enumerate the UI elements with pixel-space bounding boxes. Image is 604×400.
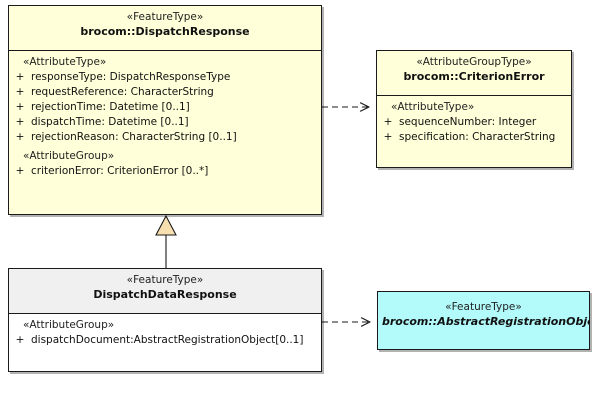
visibility-marker: + (383, 131, 393, 143)
class-box-criterion-error[interactable]: «AttributeGroupType» brocom::CriterionEr… (376, 50, 572, 168)
visibility-marker: + (15, 334, 25, 346)
class-box-abstract-registration-object[interactable]: «FeatureType» brocom::AbstractRegistrati… (377, 291, 590, 350)
attribute-group-label: «AttributeGroup» (23, 150, 115, 162)
attribute-signature: sequenceNumber: Integer (399, 116, 537, 128)
attribute-row[interactable]: + requestReference: CharacterString (9, 85, 321, 100)
attribute-signature: dispatchDocument:AbstractRegistrationObj… (31, 334, 304, 346)
class-stereotype: «FeatureType» (126, 274, 204, 286)
attribute-signature: responseType: DispatchResponseType (31, 71, 231, 83)
class-header-dispatch-data-response: «FeatureType» DispatchDataResponse (9, 269, 321, 314)
generalization-dispatchdataresponse-dispatchresponse (155, 214, 177, 268)
attribute-signature: criterionError: CriterionError [0..*] (31, 165, 209, 177)
visibility-marker: + (15, 165, 25, 177)
attribute-row[interactable]: + sequenceNumber: Integer (377, 115, 571, 130)
attribute-row[interactable]: + criterionError: CriterionError [0..*] (9, 164, 321, 179)
attribute-row[interactable]: + rejectionTime: Datetime [0..1] (9, 100, 321, 115)
visibility-marker: + (15, 86, 25, 98)
attribute-row[interactable]: + specification: CharacterString (377, 130, 571, 145)
class-name: DispatchDataResponse (93, 288, 237, 301)
class-stereotype: «AttributeGroupType» (416, 56, 532, 68)
class-stereotype: «FeatureType» (445, 301, 522, 313)
visibility-marker: + (15, 116, 25, 128)
class-box-dispatch-response[interactable]: «FeatureType» brocom::DispatchResponse «… (8, 5, 322, 215)
class-stereotype: «FeatureType» (126, 11, 204, 23)
attribute-signature: rejectionReason: CharacterString [0..1] (31, 131, 237, 143)
visibility-marker: + (15, 101, 25, 113)
attribute-signature: dispatchTime: Datetime [0..1] (31, 116, 189, 128)
attribute-signature: requestReference: CharacterString (31, 86, 214, 98)
class-attributes-criterion-error: «AttributeType» + sequenceNumber: Intege… (377, 96, 571, 150)
attribute-group-label: «AttributeType» (23, 56, 107, 68)
attribute-row[interactable]: + rejectionReason: CharacterString [0..1… (9, 130, 321, 145)
attribute-group-label: «AttributeType» (391, 101, 475, 113)
class-header-criterion-error: «AttributeGroupType» brocom::CriterionEr… (377, 51, 571, 96)
class-header-abstract-registration-object: «FeatureType» brocom::AbstractRegistrati… (378, 292, 589, 349)
class-attributes-dispatch-data-response: «AttributeGroup» + dispatchDocument:Abst… (9, 314, 321, 353)
attribute-signature: specification: CharacterString (399, 131, 556, 143)
class-box-dispatch-data-response[interactable]: «FeatureType» DispatchDataResponse «Attr… (8, 268, 322, 372)
attribute-row[interactable]: + dispatchDocument:AbstractRegistrationO… (9, 333, 321, 348)
attribute-row[interactable]: + responseType: DispatchResponseType (9, 70, 321, 85)
visibility-marker: + (383, 116, 393, 128)
visibility-marker: + (15, 71, 25, 83)
class-header-dispatch-response: «FeatureType» brocom::DispatchResponse (9, 6, 321, 51)
generalization-triangle-icon (155, 214, 177, 236)
attribute-group-label: «AttributeGroup» (23, 319, 115, 331)
class-attributes-dispatch-response: «AttributeType» + responseType: Dispatch… (9, 51, 321, 184)
class-name: brocom::CriterionError (403, 70, 545, 83)
attribute-row[interactable]: + dispatchTime: Datetime [0..1] (9, 115, 321, 130)
visibility-marker: + (15, 131, 25, 143)
attribute-signature: rejectionTime: Datetime [0..1] (31, 101, 190, 113)
class-name: brocom::DispatchResponse (80, 25, 250, 38)
class-name: brocom::AbstractRegistrationObject (382, 315, 590, 328)
